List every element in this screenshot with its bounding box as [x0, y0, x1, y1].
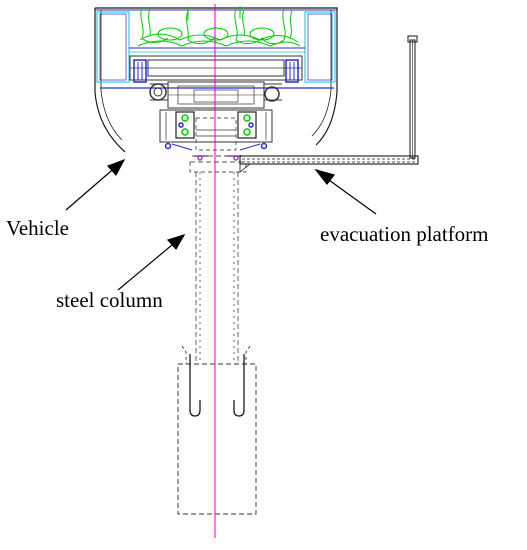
vehicle-body	[94, 7, 338, 153]
window-frame-left	[96, 11, 130, 83]
column-arrow	[117, 239, 179, 291]
motor-left	[149, 83, 167, 101]
passenger-seats	[137, 6, 301, 47]
anchor-bolts	[189, 354, 245, 417]
steel-column	[195, 172, 239, 362]
bogie-assembly	[129, 55, 303, 151]
column-cap	[194, 155, 242, 161]
foundation-pile	[177, 345, 257, 515]
steel-column-label: steel column	[56, 288, 163, 312]
evacuation-platform-label: evacuation platform	[320, 222, 489, 246]
vehicle-inner-wall	[100, 10, 332, 141]
leader-arrows	[65, 158, 377, 291]
motor-right	[264, 86, 280, 102]
evacuation-platform	[239, 35, 419, 173]
window-frame-right	[304, 11, 336, 83]
vehicle-arrow	[65, 164, 119, 211]
vehicle-body-outline	[94, 7, 338, 153]
platform-arrow	[321, 174, 377, 215]
vehicle-label: Vehicle	[6, 216, 69, 240]
